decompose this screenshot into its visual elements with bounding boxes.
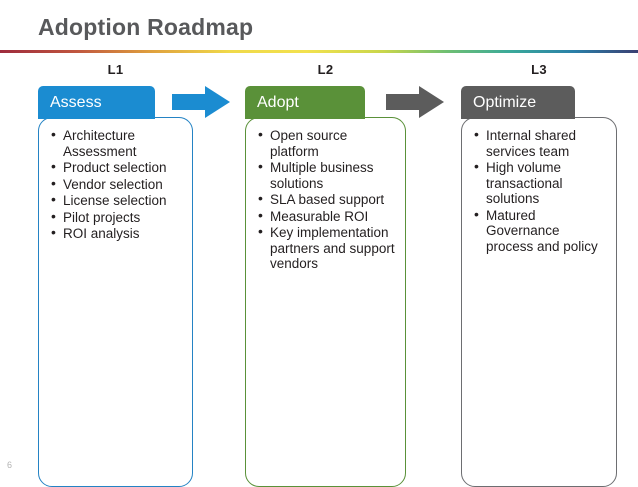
stage-level-label-l2: L2 [317, 62, 334, 77]
page-title: Adoption Roadmap [38, 14, 254, 40]
list-item: Product selection [51, 159, 184, 176]
stage-panel-optimize: Internal shared services team High volum… [461, 117, 617, 487]
list-item: ROI analysis [51, 225, 184, 242]
list-item: Multiple business solutions [258, 159, 397, 191]
stage-level-label-l3: L3 [531, 62, 547, 77]
arrow-assess-to-adopt-icon [172, 86, 230, 118]
stage-panel-assess: Architecture Assessment Product selectio… [38, 117, 193, 487]
stage-list-optimize: Internal shared services team High volum… [462, 118, 616, 254]
list-item: License selection [51, 192, 184, 209]
list-item: Internal shared services team [474, 127, 608, 159]
arrow-adopt-to-optimize-icon [386, 86, 444, 118]
list-item: Architecture Assessment [51, 127, 184, 159]
list-item: Open source platform [258, 127, 397, 159]
stage-level-label-l1: L1 [107, 62, 124, 77]
list-item: SLA based support [258, 191, 397, 208]
stage-header-adopt[interactable]: Adopt [245, 86, 365, 119]
stage-list-adopt: Open source platform Multiple business s… [246, 118, 405, 272]
list-item: Measurable ROI [258, 208, 397, 225]
gradient-divider [0, 50, 638, 53]
list-item: Pilot projects [51, 209, 184, 226]
list-item: Key implementation partners and support … [258, 224, 397, 272]
stage-panel-adopt: Open source platform Multiple business s… [245, 117, 406, 487]
list-item: Matured Governance process and policy [474, 207, 608, 255]
stage-header-assess[interactable]: Assess [38, 86, 155, 119]
list-item: Vendor selection [51, 176, 184, 193]
list-item: High volume transactional solutions [474, 159, 608, 207]
stage-header-optimize[interactable]: Optimize [461, 86, 575, 119]
page-number: 6 [7, 460, 13, 470]
stage-list-assess: Architecture Assessment Product selectio… [39, 118, 192, 242]
